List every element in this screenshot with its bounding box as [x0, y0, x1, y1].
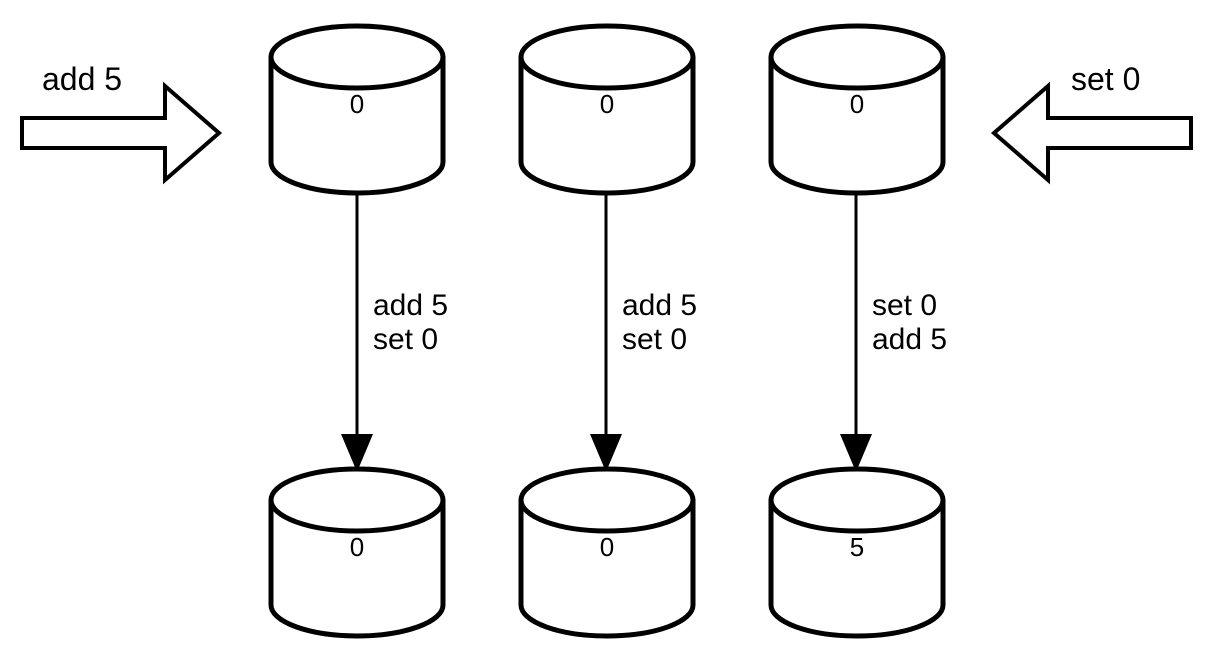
operation-label-column-1-line-1: add 5	[373, 289, 448, 322]
top-database-value-1: 0	[350, 89, 364, 119]
bottom-database-value-2: 0	[600, 532, 614, 562]
right-arrow-label: set 0	[1071, 61, 1140, 97]
operation-label-column-1-line-2: set 0	[373, 323, 438, 356]
connector-column-2	[590, 190, 622, 472]
left-block-arrow	[20, 81, 223, 185]
connector-column-1	[341, 190, 373, 472]
top-database-value-3: 0	[850, 89, 864, 119]
bottom-database-cylinder-2	[518, 466, 696, 639]
operation-label-column-2-line-2: set 0	[622, 323, 687, 356]
top-database-cylinder-2	[518, 23, 696, 196]
operation-label-column-3-line-1: set 0	[872, 289, 937, 322]
top-database-value-2: 0	[600, 89, 614, 119]
top-database-cylinder-1	[268, 23, 446, 196]
operation-label-column-3-line-2: add 5	[872, 323, 947, 356]
bottom-database-value-1: 0	[350, 532, 364, 562]
operation-label-column-2-line-1: add 5	[622, 289, 697, 322]
top-database-cylinder-3	[768, 23, 946, 196]
left-arrow-label: add 5	[42, 61, 122, 97]
bottom-database-cylinder-3	[768, 466, 946, 639]
right-block-arrow	[990, 81, 1193, 185]
connector-column-3	[840, 190, 872, 472]
bottom-database-value-3: 5	[850, 532, 864, 562]
bottom-database-cylinder-1	[268, 466, 446, 639]
